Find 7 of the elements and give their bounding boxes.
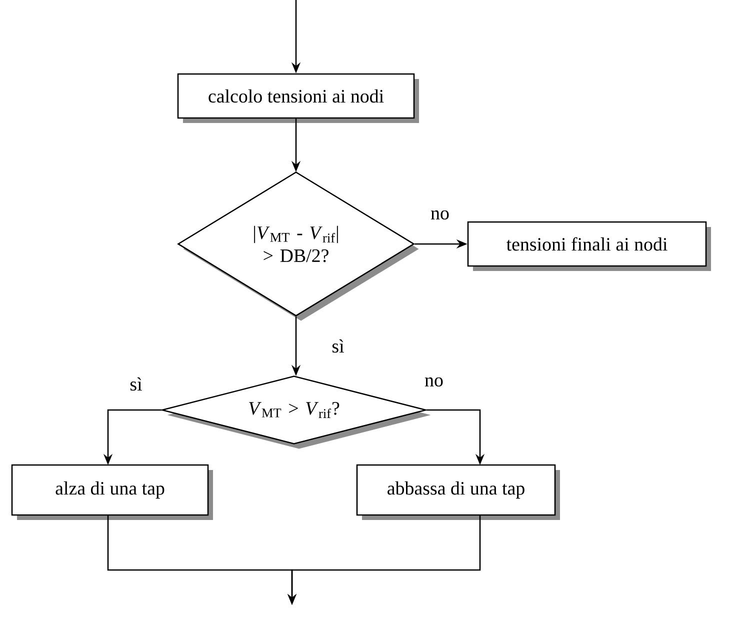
process-box: abbassa di una tap — [356, 464, 560, 520]
process-box: calcolo tensioni ai nodi — [177, 73, 419, 123]
edge-label: sì — [128, 376, 144, 392]
process-box: alza di una tap — [11, 464, 213, 520]
edge-label: sì — [330, 338, 346, 354]
process-box: tensioni finali ai nodi — [467, 221, 711, 271]
edge-label: no — [430, 209, 450, 221]
